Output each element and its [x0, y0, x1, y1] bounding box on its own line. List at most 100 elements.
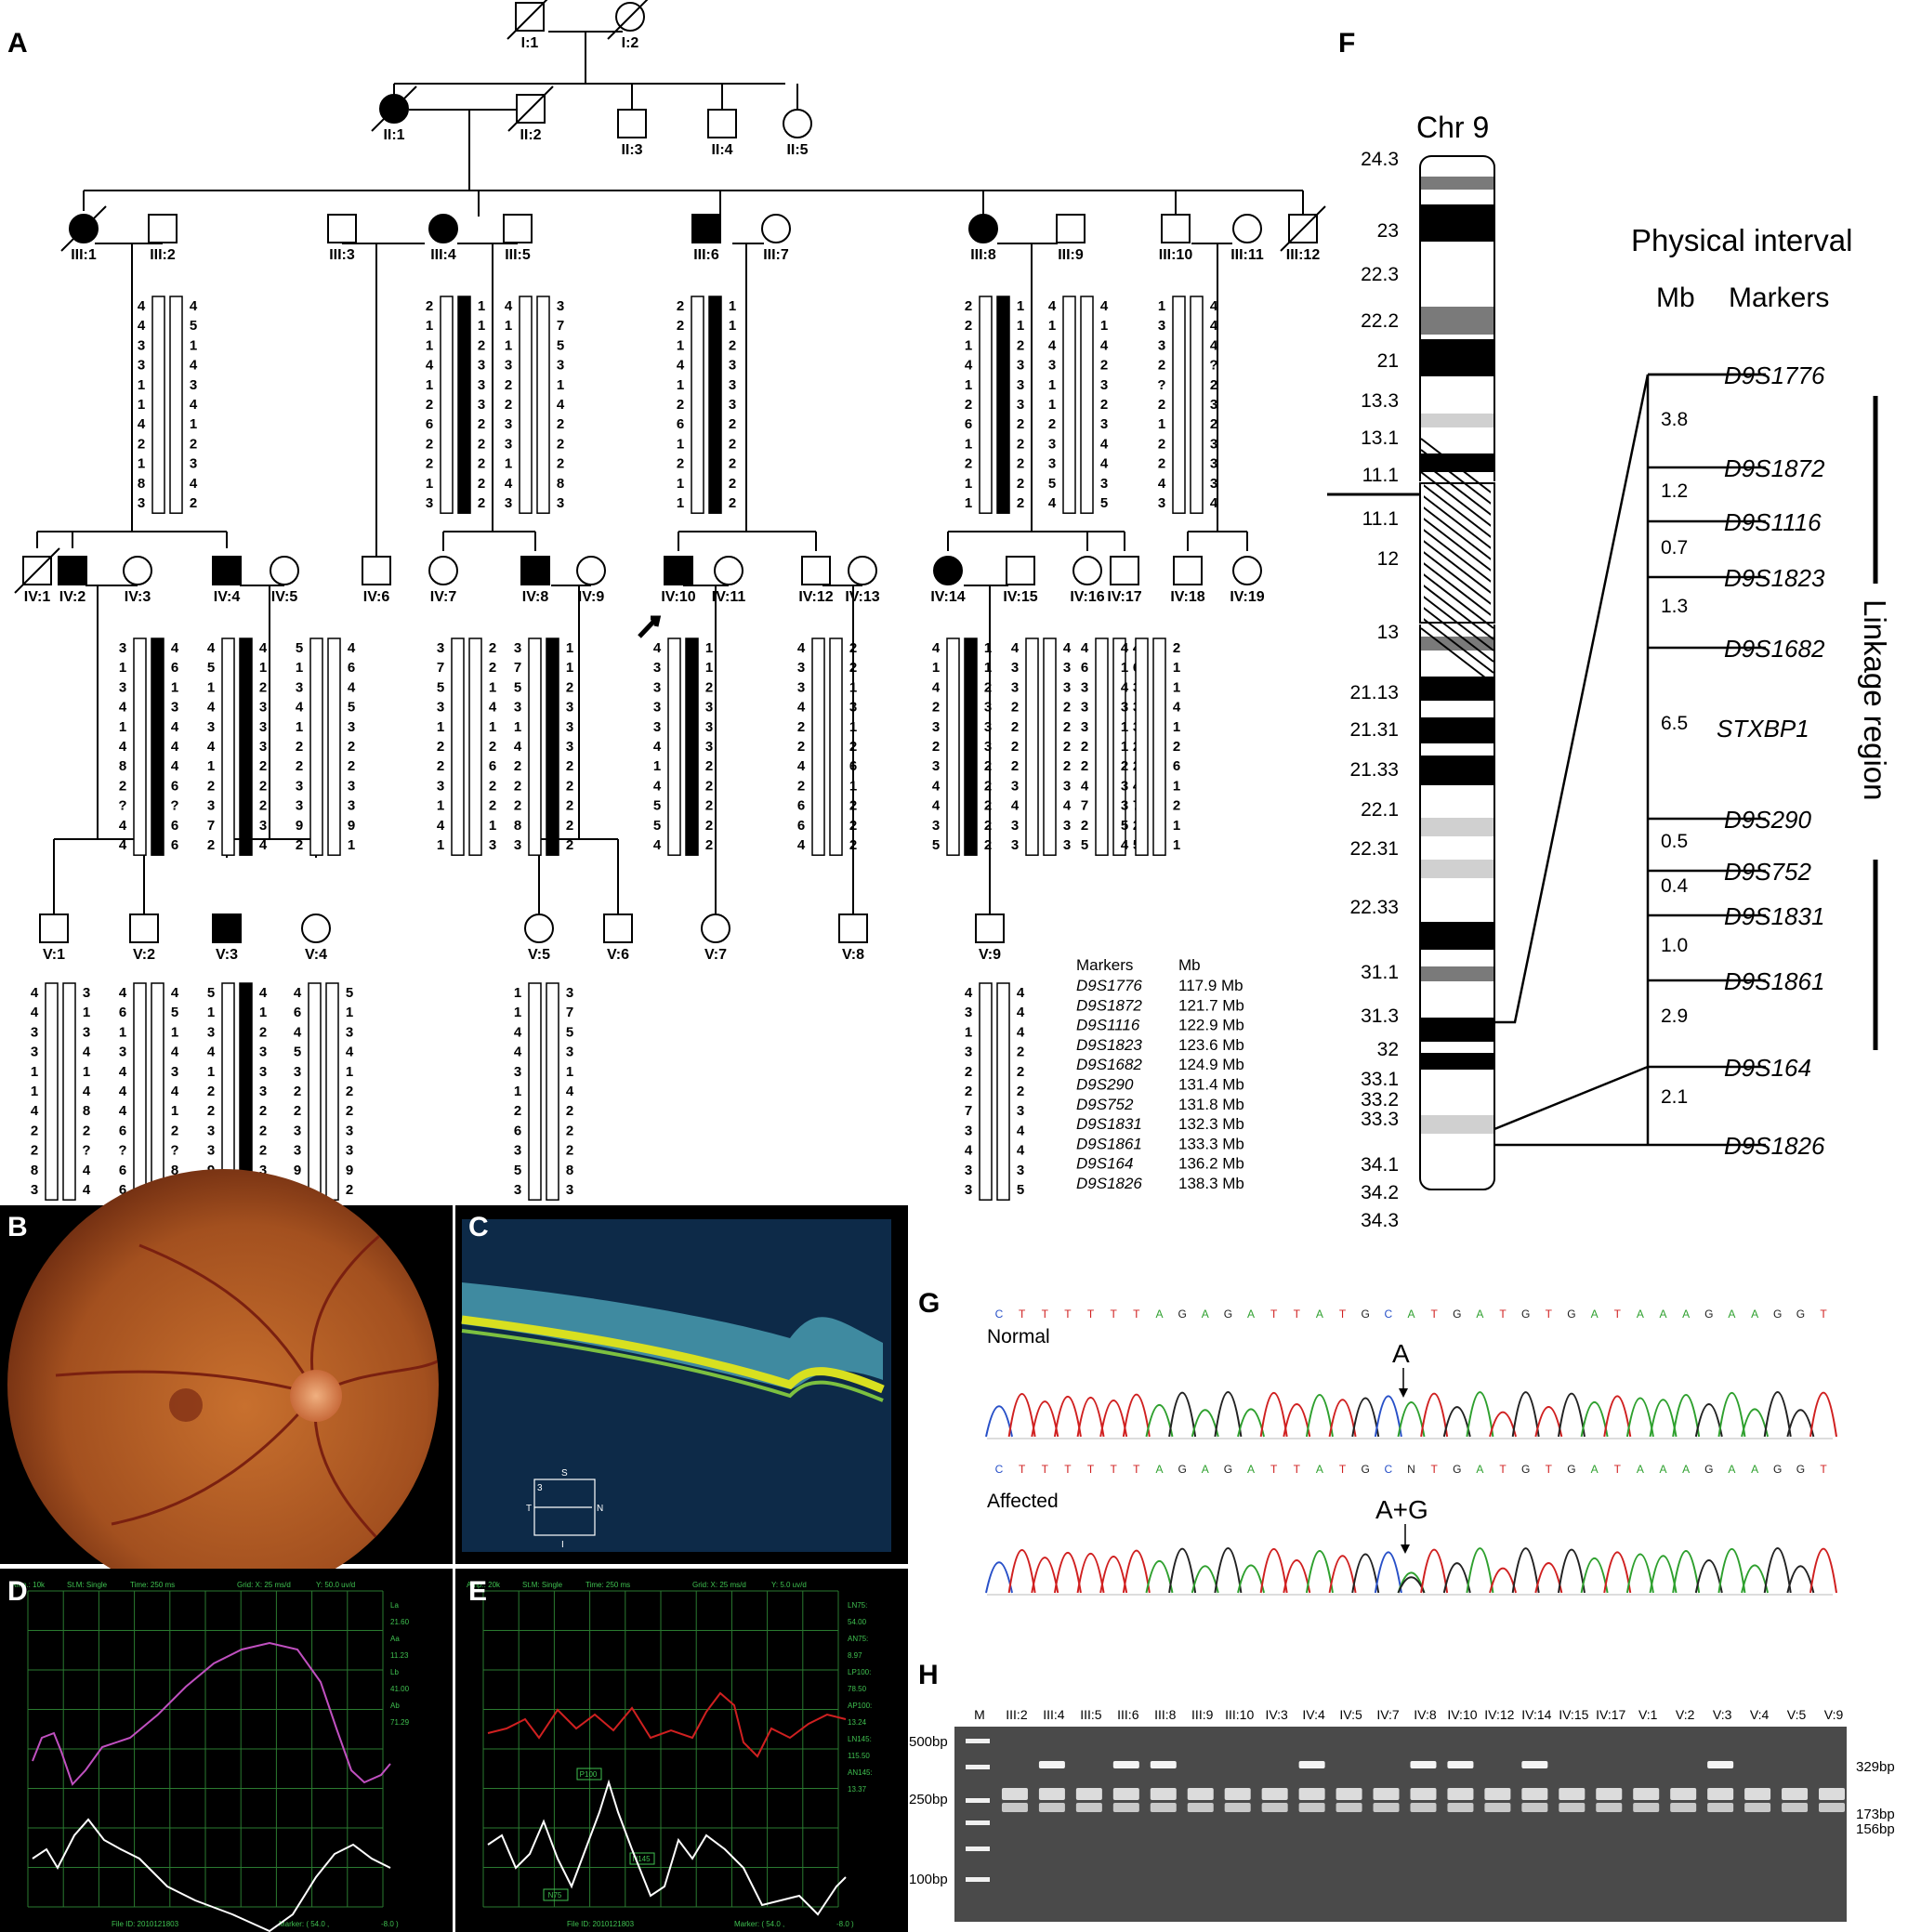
marker-row-name: D9S1823	[1076, 1036, 1142, 1054]
allele: 2	[705, 758, 713, 774]
chromatogram-peak	[1694, 1559, 1723, 1594]
oct-scan	[462, 1219, 891, 1552]
marker-row-position: 121.7 Mb	[1178, 996, 1244, 1014]
chromosome-band	[1421, 204, 1494, 242]
allele: 5	[294, 1045, 301, 1060]
allele: 2	[1100, 358, 1108, 374]
allele: 2	[566, 837, 573, 853]
gel-lane-label: V:9	[1824, 1707, 1844, 1722]
allele: 2	[849, 660, 857, 676]
allele: 3	[505, 416, 512, 432]
allele: 3	[1063, 837, 1071, 853]
allele: 4	[190, 298, 198, 314]
allele: 3	[965, 1163, 972, 1178]
individual-id: IV:8	[522, 589, 549, 605]
chromatogram-peak	[1809, 1391, 1837, 1438]
interval-distance: 2.1	[1661, 1086, 1688, 1108]
allele: 3	[653, 719, 661, 735]
base-letter: T	[1042, 1308, 1049, 1321]
allele: 1	[296, 660, 303, 676]
gel-bands	[966, 1739, 1846, 1882]
header-text: Y: 50.0 uv/d	[316, 1581, 355, 1589]
haplotype-bar-left	[979, 982, 993, 1201]
haplotype-bar-right	[536, 296, 550, 514]
allele: 1	[1017, 298, 1024, 314]
hatch-line	[1420, 605, 1494, 663]
sidebar-text: AN145:	[848, 1768, 873, 1777]
allele: 2	[514, 798, 521, 814]
vep-trace-upper	[487, 1691, 847, 1758]
individual-id: V:5	[528, 947, 550, 963]
column-mb: Mb	[1656, 283, 1695, 313]
allele: 3	[984, 700, 992, 716]
allele: 2	[478, 456, 485, 472]
allele: 2	[705, 818, 713, 834]
allele: 4	[1011, 798, 1020, 814]
individual-id: IV:18	[1170, 589, 1204, 605]
allele: 3	[932, 719, 940, 735]
base-letter: T	[1339, 1463, 1347, 1476]
allele: 4	[171, 985, 179, 1001]
allele: 1	[849, 778, 857, 794]
band-329bp	[1521, 1761, 1548, 1768]
allele: 3	[1017, 377, 1024, 393]
allele: 3	[478, 397, 485, 413]
allele: 3	[1100, 416, 1108, 432]
hatch-line	[1420, 616, 1494, 674]
band-156bp	[1038, 1803, 1065, 1812]
chromatogram-peak	[1717, 1391, 1746, 1438]
allele: 4	[653, 837, 662, 853]
allele: 2	[557, 436, 564, 452]
allele: 4	[1100, 337, 1109, 353]
chromosome-band-labels: 24.32322.322.22113.313.111.111.1121321.1…	[1349, 149, 1399, 1231]
allele: 2	[1081, 758, 1088, 774]
chromatogram-peak	[1374, 1395, 1402, 1438]
female-symbol	[428, 214, 458, 243]
allele: 3	[296, 778, 303, 794]
marker-row-name: D9S1776	[1076, 977, 1142, 994]
allele: 1	[31, 1084, 38, 1099]
chromatogram-peak	[1442, 1562, 1471, 1594]
female-symbol	[123, 556, 152, 585]
allele: 2	[1017, 476, 1024, 492]
allele: 6	[849, 758, 857, 774]
panel-label-f: F	[1338, 28, 1355, 59]
allele: 4	[119, 739, 127, 755]
allele: 3	[1121, 778, 1128, 794]
allele: 3	[437, 700, 444, 716]
panel-c-oct: S N I T 3 C	[455, 1205, 908, 1564]
physical-interval-title: Physical interval	[1631, 223, 1852, 257]
chromosome-band	[1421, 860, 1494, 878]
footer-text: -8.0 )	[381, 1920, 399, 1928]
allele: 1	[119, 660, 126, 676]
allele: 2	[1017, 1045, 1024, 1060]
pedigree-individual: IV:15	[1003, 556, 1038, 605]
band-label: 11.1	[1362, 465, 1399, 486]
allele: 5	[1048, 476, 1056, 492]
individual-id: II:4	[711, 142, 732, 158]
haplotype-bar-left	[221, 637, 235, 856]
chromatogram-peak	[985, 1561, 1013, 1594]
allele: 1	[965, 436, 972, 452]
allele: 1	[346, 1005, 353, 1020]
allele: 2	[207, 837, 215, 853]
allele: ?	[1209, 358, 1217, 374]
allele: 3	[729, 358, 736, 374]
allele: 3	[294, 1064, 301, 1080]
allele: 5	[346, 985, 353, 1001]
allele: 1	[31, 1064, 38, 1080]
allele: 3	[207, 1143, 215, 1159]
pedigree-individual: II:4	[707, 109, 737, 158]
allele: 1	[171, 1024, 178, 1040]
ladder-band	[966, 1877, 990, 1882]
marker-row-position: 133.3 Mb	[1178, 1135, 1244, 1152]
base-letter: A	[1751, 1308, 1758, 1321]
male-symbol	[129, 913, 159, 943]
haplotype-bar-left	[308, 982, 322, 1201]
pedigree-individual: V:4	[301, 913, 331, 963]
allele: 2	[489, 798, 496, 814]
allele: 9	[294, 1163, 301, 1178]
chromatogram-peak	[1053, 1395, 1082, 1438]
